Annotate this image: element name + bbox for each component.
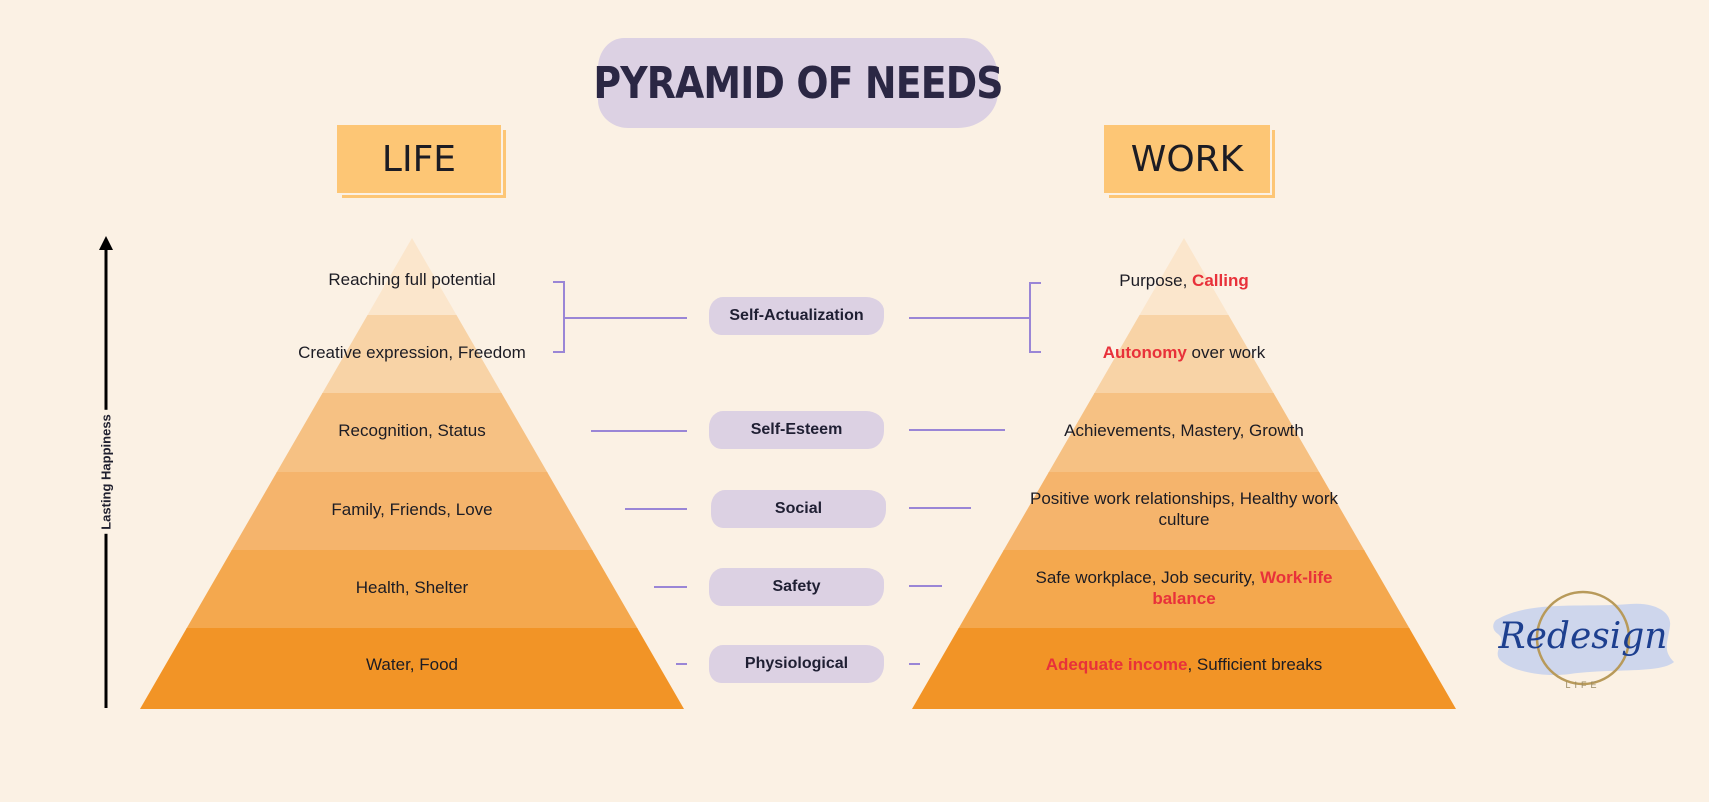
work-header: WORK [1104,125,1270,193]
connector-lines [553,281,1041,665]
work-tier-3-text: Achievements, Mastery, Growth [1064,421,1304,440]
page-title: PYRAMID OF NEEDS [593,57,1003,109]
level-pill-social: Social [711,490,886,528]
work-tier-5-highlight: Work-life balance [1152,568,1333,608]
life-tier-6-band [140,628,684,709]
title-banner: PYRAMID OF NEEDS [593,38,1004,128]
work-tier-2-text: Autonomy over work [1034,342,1334,363]
level-pill-self-esteem: Self-Esteem [709,411,884,449]
work-tier-5-band [912,550,1456,629]
life-tier-6-text: Water, Food [366,655,458,674]
work-tier-1-part-a: Purpose, [1119,271,1193,290]
level-pill-self-actualization: Self-Actualization [709,297,884,335]
logo-script: Redesign [1498,616,1668,657]
work-pyramid [912,238,1456,709]
work-tier-2-highlight: Autonomy [1102,343,1187,362]
redesign-life-logo: Redesign LIFE [1493,590,1674,690]
life-tier-1-text: Reaching full potential [328,270,496,289]
logo-sub: LIFE [1565,680,1600,690]
work-tier-4-text: Positive work relationships, Healthy wor… [1029,489,1338,529]
level-pill-safety: Safety [709,568,884,606]
work-tier-6-part-b: , Sufficient breaks [1187,655,1323,674]
life-pyramid [140,238,684,709]
work-tier-6-highlight: Adequate income [1045,655,1188,674]
work-tier-5-part-a: Safe workplace, Job security, [1035,568,1261,587]
level-pill-physiological: Physiological [709,645,884,683]
life-tier-5-band [140,550,684,629]
life-tier-3-text: Recognition, Status [338,421,486,440]
axis-label: Lasting Happiness [98,410,114,534]
life-tier-5-text: Health, Shelter [355,578,469,597]
work-tier-1-highlight: Calling [1192,271,1249,290]
work-tier-2-part-b: over work [1186,343,1266,362]
life-tier-2-text: Creative expression, Freedom [298,343,526,362]
work-tier-6-text: Adequate income, Sufficient breaks [1024,654,1344,675]
work-tier-5-text: Safe workplace, Job security, Work-life … [1024,567,1344,609]
life-header: LIFE [337,125,501,193]
life-tier-4-text: Family, Friends, Love [331,500,493,519]
work-tier-6-band [912,628,1456,709]
work-tier-1-text: Purpose, Calling [1034,270,1334,291]
